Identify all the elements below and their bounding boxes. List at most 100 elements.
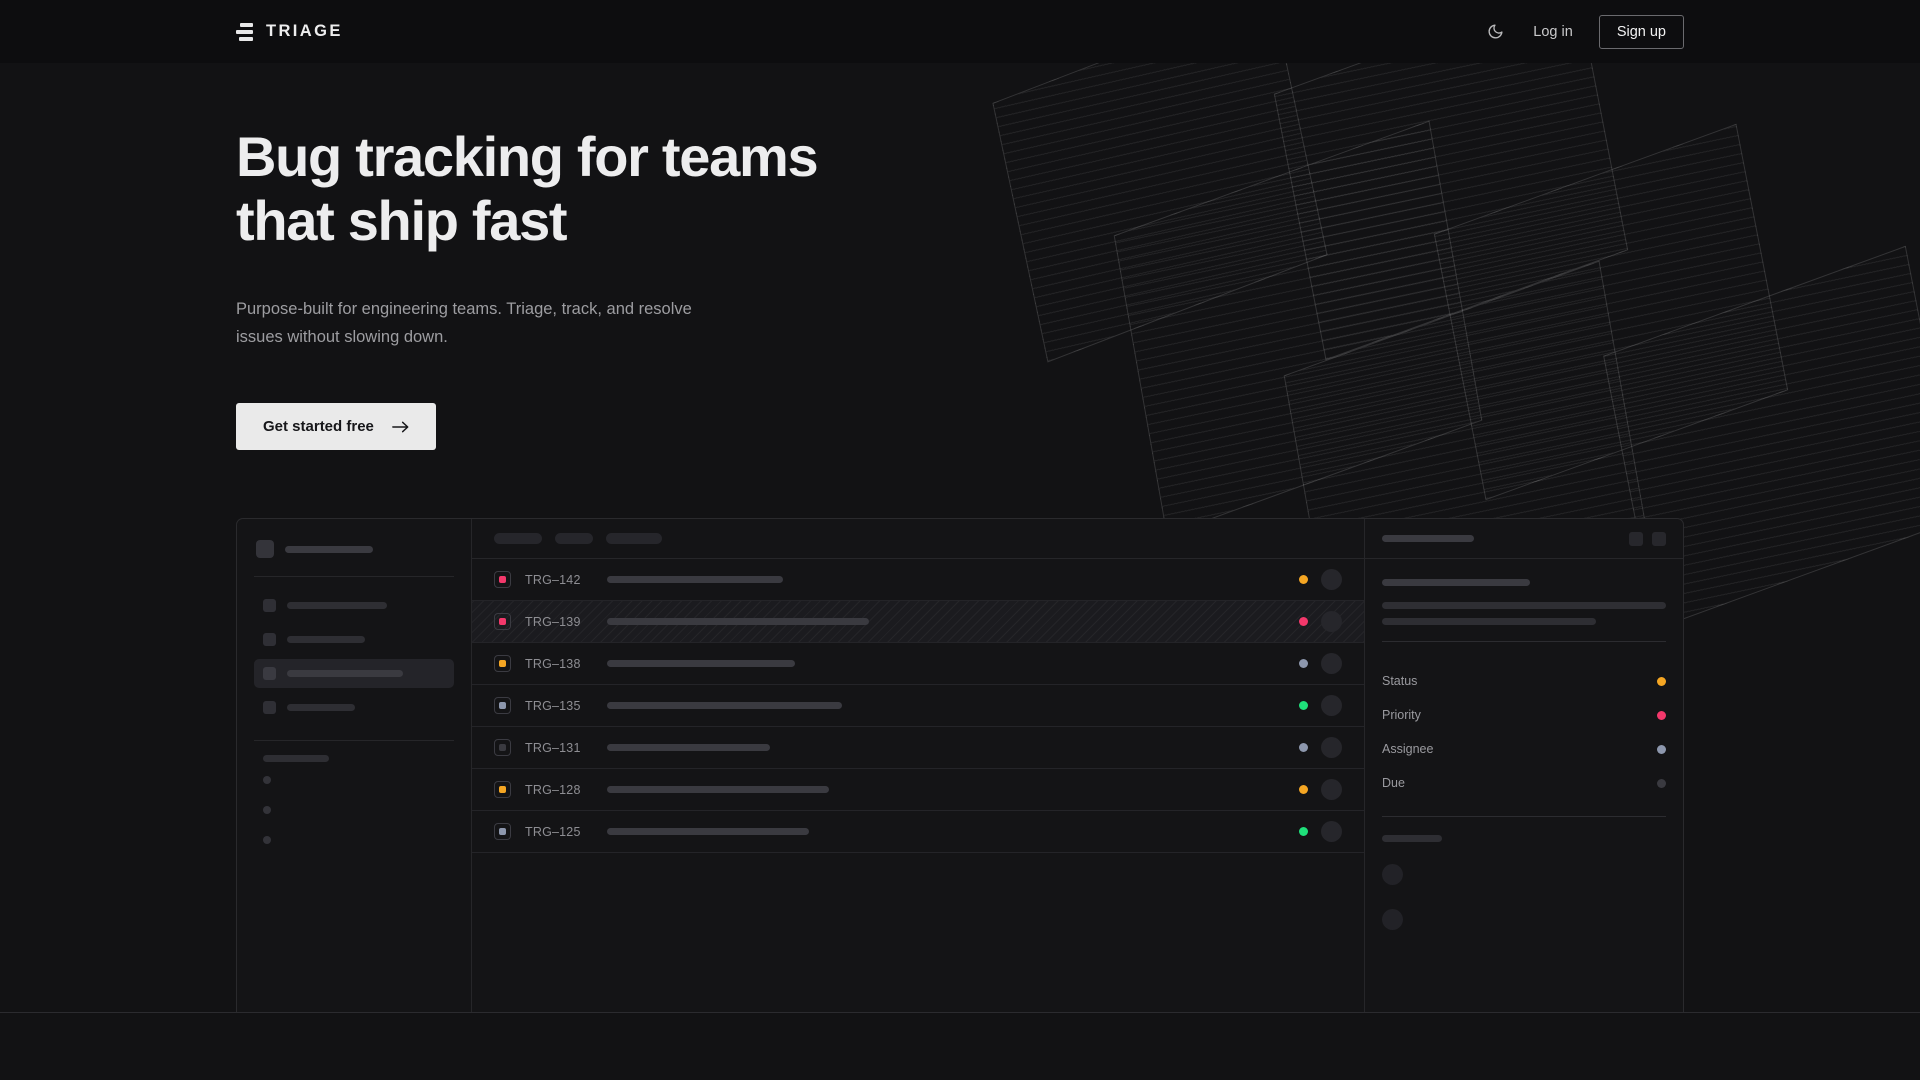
activity-avatar-1: [1382, 864, 1403, 886]
detail-issue-title: [1382, 579, 1530, 587]
login-link[interactable]: Log in: [1533, 23, 1573, 40]
detail-panel-header: [1365, 519, 1683, 560]
workspace-name-placeholder: [285, 545, 373, 553]
detail-meta-label: Priority: [1382, 708, 1421, 723]
sidebar-item-2-icon: [263, 633, 276, 647]
detail-meta-row[interactable]: Due: [1382, 766, 1666, 800]
detail-meta-dot: [1657, 710, 1666, 720]
detail-meta-label: Assignee: [1382, 742, 1434, 757]
mock-sidebar: [237, 519, 472, 1013]
issue-id: TRG–139: [525, 614, 581, 629]
issue-status-icon[interactable]: [494, 823, 511, 841]
issue-title-placeholder: [607, 618, 869, 626]
issue-title-placeholder: [607, 828, 809, 836]
sidebar-section-label: [263, 755, 329, 763]
sidebar-item-4[interactable]: [254, 693, 454, 722]
detail-divider-bottom: [1382, 816, 1666, 818]
issue-assignee-avatar: [1321, 737, 1342, 759]
issue-title-placeholder: [607, 786, 829, 794]
detail-divider-top: [1382, 641, 1666, 643]
table-row[interactable]: TRG–142: [472, 559, 1364, 602]
issue-status-icon[interactable]: [494, 781, 511, 799]
detail-meta-row[interactable]: Status: [1382, 664, 1666, 698]
detail-meta-dot: [1657, 676, 1666, 686]
issue-id: TRG–142: [525, 572, 581, 587]
sidebar-item-1-label: [287, 602, 387, 610]
issue-id: TRG–131: [525, 740, 581, 755]
filter-pill-3[interactable]: [606, 533, 662, 545]
issue-status-icon[interactable]: [494, 571, 511, 589]
sidebar-item-1[interactable]: [254, 591, 454, 620]
brand-name: TRIAGE: [266, 22, 343, 40]
sidebar-item-3-label: [287, 670, 403, 678]
detail-action-1-icon[interactable]: [1629, 531, 1643, 546]
issue-title-placeholder: [607, 576, 783, 584]
get-started-button[interactable]: Get started free: [236, 403, 436, 451]
sidebar-sub-item-2[interactable]: [263, 806, 271, 815]
sidebar-item-4-icon: [263, 701, 276, 715]
triage-bars-logo-icon: [236, 22, 253, 41]
issue-id: TRG–125: [525, 824, 581, 839]
issue-title-placeholder: [607, 660, 795, 668]
mock-list-toolbar: [472, 519, 1364, 560]
detail-desc-line-2: [1382, 618, 1596, 626]
issue-id: TRG–138: [525, 656, 581, 671]
issue-assignee-avatar: [1321, 569, 1342, 591]
table-row[interactable]: TRG–139: [472, 601, 1364, 644]
sidebar-divider-top: [254, 576, 454, 578]
issue-status-icon[interactable]: [494, 655, 511, 673]
issue-assignee-avatar: [1321, 653, 1342, 675]
table-row[interactable]: TRG–128: [472, 769, 1364, 812]
sidebar-sub-item-1[interactable]: [263, 776, 271, 785]
detail-meta-row[interactable]: Priority: [1382, 698, 1666, 732]
sidebar-item-3[interactable]: [254, 659, 454, 689]
page-title: Bug tracking for teams that ship fast: [236, 125, 936, 253]
sidebar-divider-bottom: [254, 740, 454, 742]
filter-pill-1[interactable]: [494, 533, 542, 545]
issue-status-icon[interactable]: [494, 697, 511, 715]
issue-priority-dot: [1299, 827, 1308, 837]
headline-line-2: that ship fast: [236, 188, 568, 252]
table-row[interactable]: TRG–138: [472, 643, 1364, 686]
detail-meta-dot: [1657, 744, 1666, 754]
activity-avatar-2: [1382, 909, 1403, 931]
sidebar-item-3-icon: [263, 667, 276, 681]
issue-id: TRG–135: [525, 698, 581, 713]
mock-workspace-switcher[interactable]: [254, 536, 454, 559]
table-row[interactable]: TRG–131: [472, 727, 1364, 770]
brand-logo[interactable]: TRIAGE: [236, 22, 343, 41]
sidebar-item-2[interactable]: [254, 625, 454, 654]
mock-sidebar-nav: [254, 591, 454, 722]
filter-pill-2[interactable]: [555, 533, 593, 545]
detail-desc-line-1: [1382, 602, 1666, 610]
issue-assignee-avatar: [1321, 611, 1342, 633]
issue-priority-dot: [1299, 785, 1308, 795]
table-row[interactable]: TRG–125: [472, 811, 1364, 854]
detail-meta-label: Status: [1382, 674, 1418, 689]
detail-action-2-icon[interactable]: [1652, 531, 1666, 546]
moon-icon[interactable]: [1483, 20, 1507, 44]
detail-meta-row[interactable]: Assignee: [1382, 732, 1666, 766]
issue-id: TRG–128: [525, 782, 581, 797]
issue-assignee-avatar: [1321, 821, 1342, 843]
detail-meta-label: Due: [1382, 776, 1405, 791]
workspace-avatar-icon: [256, 540, 274, 559]
issue-priority-dot: [1299, 659, 1308, 669]
issue-assignee-avatar: [1321, 695, 1342, 717]
issue-priority-dot: [1299, 701, 1308, 711]
activity-label-placeholder: [1382, 835, 1442, 843]
issue-status-icon[interactable]: [494, 613, 511, 631]
table-row[interactable]: TRG–135: [472, 685, 1364, 728]
issue-assignee-avatar: [1321, 779, 1342, 801]
issue-priority-dot: [1299, 575, 1308, 585]
headline-line-1: Bug tracking for teams: [236, 125, 819, 188]
sidebar-sub-items: [254, 762, 454, 845]
issue-status-icon[interactable]: [494, 739, 511, 757]
signup-button[interactable]: Sign up: [1598, 14, 1684, 49]
sidebar-sub-item-3[interactable]: [263, 836, 271, 845]
issue-priority-dot: [1299, 743, 1308, 753]
